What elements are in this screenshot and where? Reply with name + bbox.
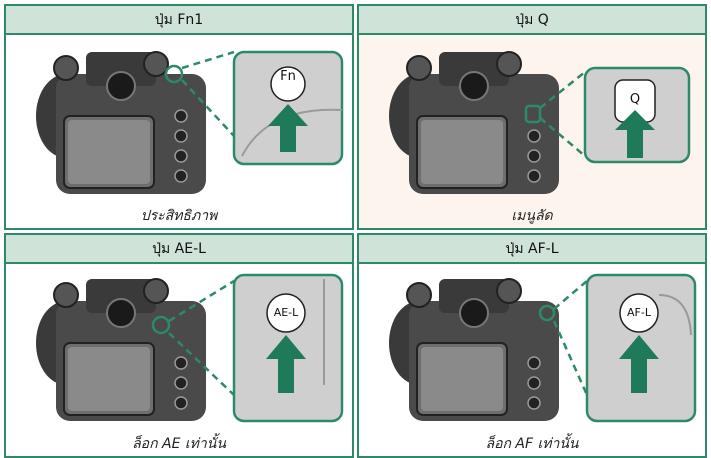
press-arrow-icon bbox=[268, 104, 308, 152]
panel-title: ปุ่ม AF-L bbox=[359, 235, 705, 264]
panel-caption: เมนูลัด bbox=[511, 208, 553, 224]
camera-illustration bbox=[36, 50, 344, 194]
panel-title: ปุ่ม Q bbox=[359, 6, 705, 35]
press-arrow-icon bbox=[619, 335, 659, 393]
button-label: AE-L bbox=[273, 306, 299, 319]
panel-title: ปุ่ม AE-L bbox=[6, 235, 352, 264]
camera-illustration bbox=[36, 273, 344, 423]
panel-caption: ล็อก AF เท่านั้น bbox=[485, 436, 579, 452]
camera-illustration bbox=[389, 51, 691, 194]
panel-caption: ประสิทธิภาพ bbox=[140, 208, 218, 224]
panel-ae-l: ปุ่ม AE-L AE-L ล็อ bbox=[4, 233, 354, 458]
panel-af-l: ปุ่ม AF-L AF-L ล็อ bbox=[357, 233, 707, 458]
button-label: Q bbox=[629, 92, 641, 107]
panel-caption: ล็อก AE เท่านั้น bbox=[132, 436, 226, 452]
panel-q: ปุ่ม Q Q เมนูลัด bbox=[357, 4, 707, 230]
panel-fn1: ปุ่ม Fn1 bbox=[4, 4, 354, 230]
panel-title: ปุ่ม Fn1 bbox=[6, 6, 352, 35]
press-arrow-icon bbox=[266, 335, 306, 393]
button-label: AF-L bbox=[627, 306, 651, 319]
press-arrow-icon bbox=[615, 110, 655, 158]
camera-illustration bbox=[389, 273, 697, 423]
button-label: Fn bbox=[280, 69, 296, 84]
